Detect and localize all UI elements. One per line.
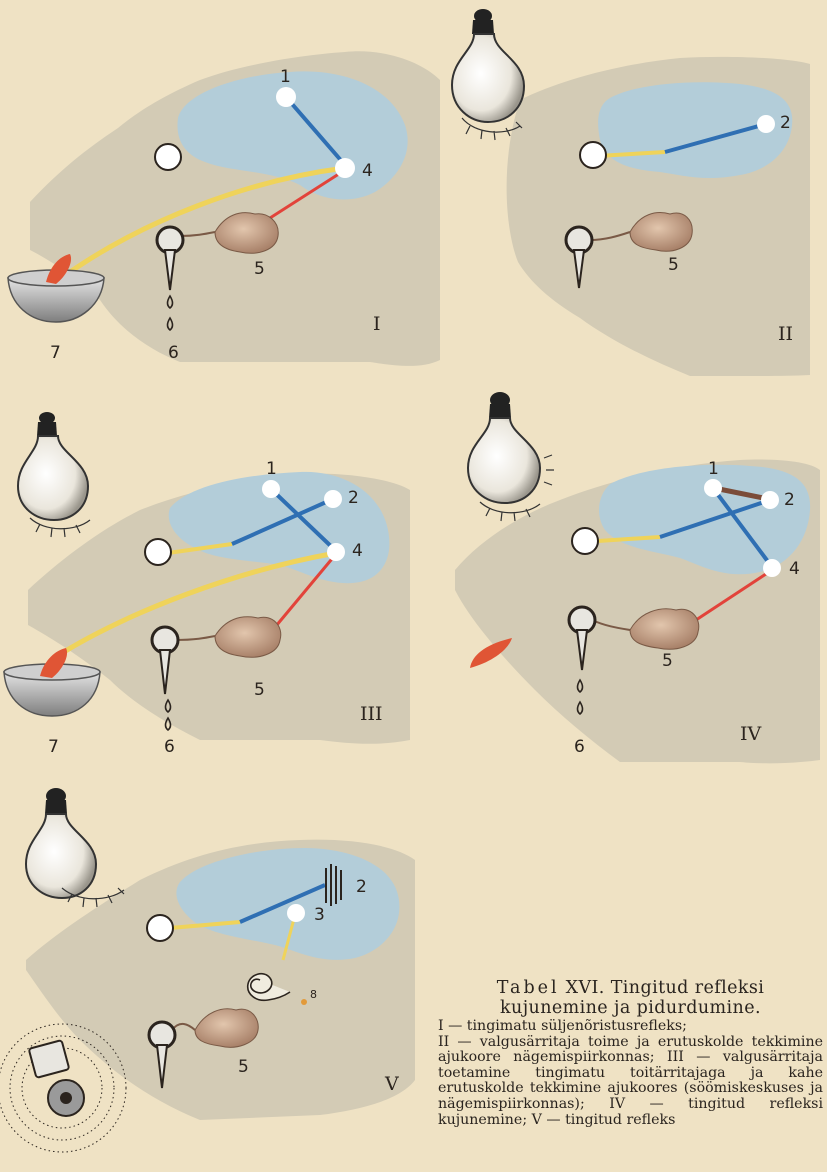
label-7: 7 [50, 343, 61, 363]
light-bulb-icon [18, 412, 90, 537]
stimulus-dot [301, 999, 307, 1005]
eye [580, 142, 606, 168]
panel-roman-label: IV [740, 723, 762, 745]
light-bulb-icon [452, 9, 524, 140]
visual-cortex-node [761, 491, 779, 509]
cortex-node [276, 87, 296, 107]
label-2: 2 [784, 490, 795, 510]
label-5: 5 [254, 259, 265, 279]
eye [145, 539, 171, 565]
label-5: 5 [254, 680, 265, 700]
label-3: 3 [314, 905, 325, 925]
caption-table-word: Tabel [497, 978, 560, 998]
panel-V: 2 3 5 8 V [0, 788, 415, 1152]
caption-title-rest: XVI. Tingitud refleksi [566, 978, 765, 998]
label-8: 8 [310, 988, 317, 1001]
light-bulb-icon [468, 392, 554, 521]
label-2: 2 [348, 488, 359, 508]
panel-IV: 1 2 4 5 6 IV [455, 392, 820, 763]
bell-stimulus [0, 1024, 126, 1152]
cortex-node [262, 480, 280, 498]
label-1: 1 [708, 459, 719, 479]
caption-title: Tabel XVI. Tingitud refleksi [438, 978, 823, 998]
panel-roman-label: III [360, 703, 383, 725]
eye [147, 915, 173, 941]
cortex-node [704, 479, 722, 497]
inhibition-node [287, 904, 305, 922]
label-6: 6 [164, 737, 175, 757]
label-4: 4 [352, 541, 363, 561]
visual-cortex-node [757, 115, 775, 133]
label-2: 2 [780, 113, 791, 133]
label-1: 1 [266, 459, 277, 479]
label-5: 5 [668, 255, 679, 275]
label-7: 7 [48, 737, 59, 757]
label-1: 1 [280, 67, 291, 87]
center-node [327, 543, 345, 561]
eye [572, 528, 598, 554]
panel-I: 1 4 5 6 7 I [8, 51, 440, 366]
label-4: 4 [362, 161, 373, 181]
center-node [335, 158, 355, 178]
panel-roman-label: I [373, 313, 381, 335]
eye [155, 144, 181, 170]
label-6: 6 [574, 737, 585, 757]
panel-roman-label: II [778, 323, 793, 345]
label-5: 5 [662, 651, 673, 671]
label-6: 6 [168, 343, 179, 363]
figure-caption: Tabel XVI. Tingitud refleksi kujunemine … [438, 978, 823, 1128]
caption-body: I — tingimatu süljenõristusrefleks; II —… [438, 1019, 823, 1128]
light-bulb-icon [26, 788, 124, 907]
panel-II: 2 5 II [452, 9, 810, 376]
panel-III: 1 2 4 5 6 7 III [4, 412, 410, 757]
label-2: 2 [356, 877, 367, 897]
label-4: 4 [789, 559, 800, 579]
panel-roman-label: V [384, 1073, 399, 1095]
caption-title-line2: kujunemine ja pidurdumine. [438, 998, 823, 1018]
center-node [763, 559, 781, 577]
label-5: 5 [238, 1057, 249, 1077]
visual-cortex-node [324, 490, 342, 508]
